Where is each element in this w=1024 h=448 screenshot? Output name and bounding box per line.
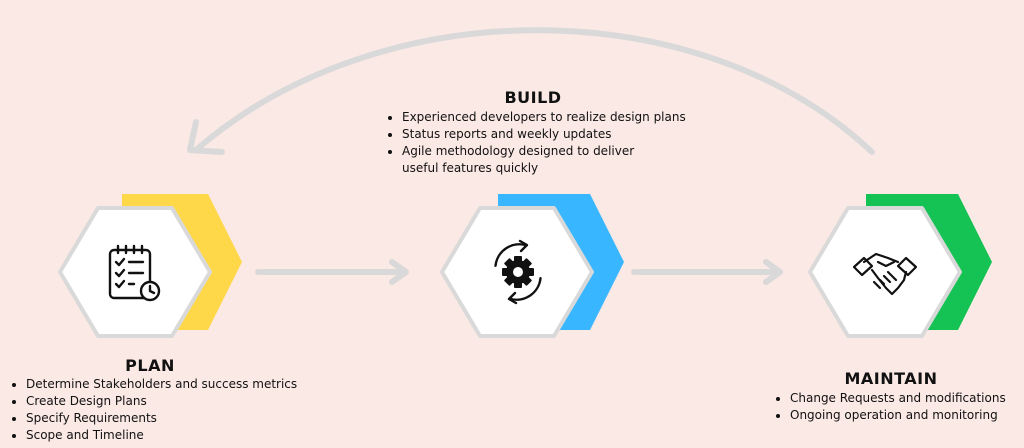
plan-hexagon [58,194,242,338]
arrow-plan-to-build-head [389,259,409,285]
return-arrow-head [187,119,225,155]
list-item: Specify Requirements [26,410,346,427]
list-item: Experienced developers to realize design… [402,109,702,126]
build-bullet-list: Experienced developers to realize design… [386,109,702,177]
arrow-build-to-maintain-head [763,259,783,285]
return-arrow [193,27,875,155]
gear-cycle-icon [494,239,542,305]
list-item: Determine Stakeholders and success metri… [26,376,346,393]
list-item: Change Requests and modifications [790,390,1024,407]
list-item: Create Design Plans [26,393,346,410]
checklist-clock-icon [108,244,161,302]
build-hexagon [440,194,624,338]
list-item: Ongoing operation and monitoring [790,407,1024,424]
handshake-icon [852,252,918,296]
list-item: Agile methodology designed to deliver us… [402,143,672,177]
maintain-title: MAINTAIN [844,369,938,388]
plan-title: PLAN [125,356,175,375]
maintain-hex-body [808,206,962,338]
plan-bullet-list: Determine Stakeholders and success metri… [10,376,346,444]
maintain-hexagon [808,194,992,338]
list-item: Scope and Timeline [26,427,346,444]
maintain-bullet-list: Change Requests and modifications Ongoin… [774,390,1024,424]
list-item: Status reports and weekly updates [402,126,702,143]
build-title: BUILD [504,88,562,107]
